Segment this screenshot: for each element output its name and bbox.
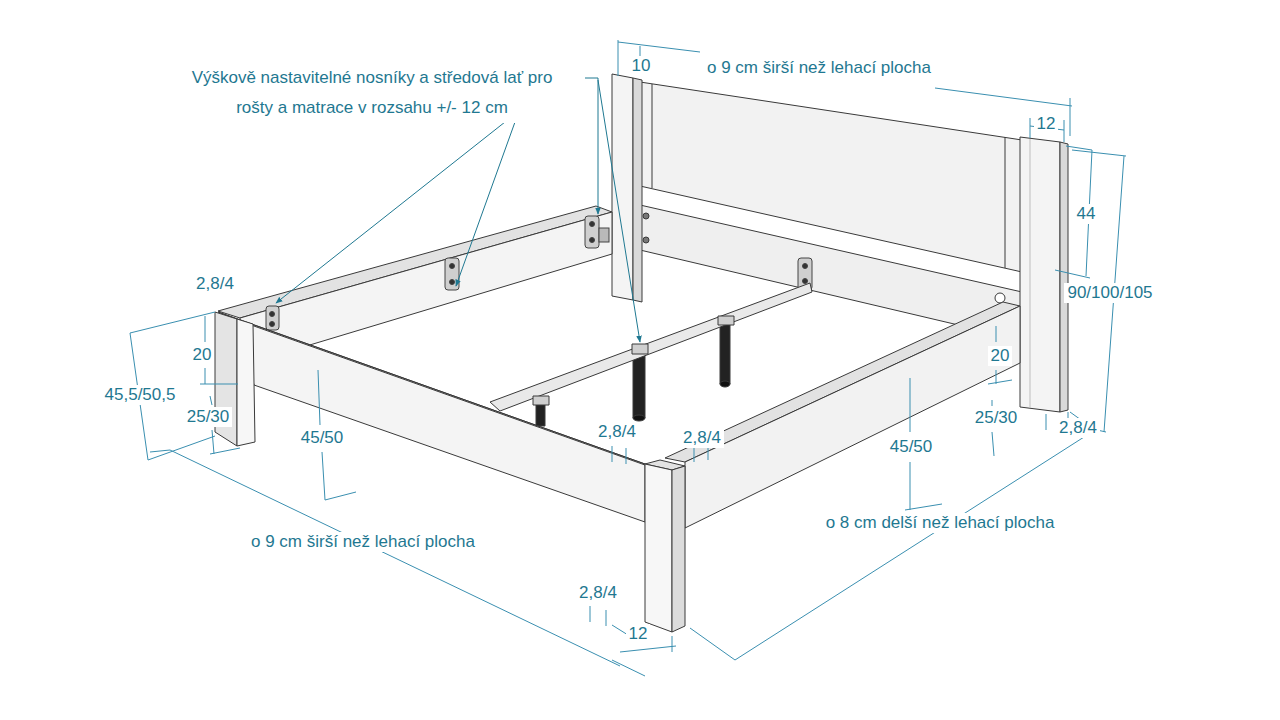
dimension-lines (935, 88, 1072, 136)
center-beam (633, 352, 645, 418)
center-beam (720, 322, 730, 384)
callout-note: Výškově nastavitelné nosníky a středová … (183, 63, 561, 123)
dimension-lines (988, 326, 1012, 384)
center-beam (536, 402, 545, 426)
dimension-label: 2,8/4 (595, 422, 639, 442)
headboard (643, 213, 649, 219)
leader-lines (598, 80, 640, 342)
dimension-label: 20 (988, 346, 1013, 366)
dimension-label: 2,8/4 (576, 583, 620, 603)
headboard (995, 293, 1005, 303)
center-beam (720, 381, 730, 387)
center-beam (718, 316, 734, 325)
leader-lines (456, 122, 515, 286)
headboard (1030, 139, 1031, 408)
foot-rail (645, 464, 672, 632)
center-beam (632, 344, 648, 354)
headboard (652, 84, 653, 188)
headboard (1020, 137, 1060, 412)
leader-lines (276, 122, 505, 303)
dimension-label: 2,8/4 (1056, 418, 1100, 438)
headboard (1060, 142, 1068, 412)
dimension-label: 45,5/50,5 (102, 385, 179, 405)
height-brackets (803, 279, 808, 284)
dimension-lines (590, 606, 606, 626)
dimension-label: o 8 cm delší než lehací plocha (823, 513, 1058, 533)
dimension-label: 45/50 (887, 437, 936, 457)
dimension-label: 44 (1074, 204, 1099, 224)
height-brackets (450, 280, 455, 285)
headboard (612, 74, 1068, 412)
dimension-label: o 9 cm širší než lehací plocha (248, 532, 478, 552)
headboard (633, 78, 642, 302)
dimension-lines (150, 450, 645, 676)
height-brackets (585, 216, 599, 248)
height-brackets (599, 228, 609, 242)
center-beam (490, 283, 812, 411)
foot-rail (672, 466, 685, 632)
height-brackets (445, 258, 459, 290)
height-brackets (270, 312, 275, 317)
center-beam (633, 415, 645, 421)
height-brackets (590, 222, 595, 227)
dimension-label: 12 (626, 624, 651, 644)
height-brackets (270, 322, 275, 327)
dimension-label: 25/30 (184, 407, 233, 427)
dimension-label: o 9 cm širší než lehací plocha (704, 58, 934, 78)
dimension-label: 10 (629, 56, 654, 76)
center-beam (533, 396, 549, 405)
dimension-label: 2,8/4 (680, 428, 724, 448)
dimension-lines (130, 40, 1126, 676)
right-side-rail (665, 302, 1020, 528)
dimension-lines (618, 40, 700, 76)
center-beam (490, 283, 812, 426)
leader-lines (585, 78, 598, 214)
dimension-label: 2,8/4 (193, 274, 237, 294)
dimension-label: 45/50 (298, 428, 347, 448)
headboard (643, 237, 649, 243)
height-brackets (450, 264, 455, 269)
height-brackets (803, 264, 808, 269)
dimension-lines (690, 412, 1095, 660)
headboard (1005, 137, 1006, 268)
right-side-rail (685, 306, 1020, 528)
height-brackets (590, 238, 595, 243)
dimension-label: 20 (190, 345, 215, 365)
height-brackets (266, 306, 279, 330)
foot-rail (237, 320, 645, 522)
dimension-label: 12 (1034, 114, 1059, 134)
dimension-label: 25/30 (972, 408, 1021, 428)
dimension-label: 90/100/105 (1064, 283, 1155, 303)
foot-rail (237, 319, 255, 446)
